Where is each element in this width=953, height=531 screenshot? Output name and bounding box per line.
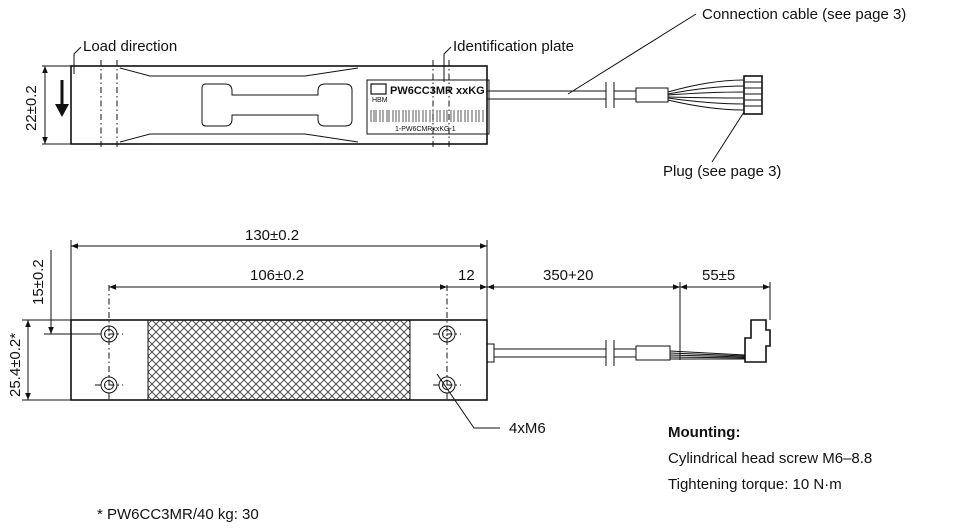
- plug-label: Plug (see page 3): [663, 163, 781, 180]
- load-direction-label: Load direction: [83, 38, 177, 55]
- mounting-heading: Mounting:: [668, 424, 741, 441]
- holes-leader: [436, 373, 500, 429]
- cable-sleeve: [635, 345, 671, 361]
- dim-hole-spacing-label: 106±0.2: [250, 267, 304, 284]
- dim-hole-offset-label: 15±0.2: [30, 259, 47, 305]
- plate-code: 1-PW6CMRxxKG-1: [395, 126, 456, 133]
- hbm-logo-mark: [370, 83, 387, 95]
- cable-wires: [667, 79, 745, 111]
- cable-wires: [669, 350, 746, 360]
- identification-plate-leader: [443, 46, 452, 82]
- dim-plug-length-label: 55±5: [702, 267, 735, 284]
- mounting-torque: Tightening torque: 10 N·m: [668, 476, 842, 493]
- plug-connector: [743, 75, 763, 115]
- plug-side-view: [744, 319, 771, 363]
- identification-plate-label: Identification plate: [453, 38, 574, 55]
- dumbbell-cutout: [201, 83, 353, 127]
- connection-cable-leader: [567, 13, 697, 95]
- dim-height-label: 22±0.2: [23, 85, 40, 131]
- strain-gauge-area: [147, 319, 411, 401]
- load-cell-body-side: [70, 65, 488, 145]
- plate-brand: HBM: [372, 97, 388, 104]
- identification-plate: [366, 79, 490, 135]
- load-direction-arrow-icon: [55, 104, 69, 117]
- footnote: * PW6CC3MR/40 kg: 30: [97, 506, 259, 523]
- plate-barcode: [370, 110, 484, 122]
- top-view: HBM PW6CC3MR xxKG 1-PW6CMRxxKG-1: [23, 6, 906, 180]
- holes-label: 4xM6: [509, 420, 546, 437]
- plug-pins: [744, 81, 762, 107]
- dim-total-length-label: 130±0.2: [245, 227, 299, 244]
- mounting-screw: Cylindrical head screw M6–8.8: [668, 450, 873, 467]
- load-direction-leader: [73, 46, 82, 74]
- bottom-view: 130±0.2 106±0.2 12 350+20 55±5 15±0.2 25…: [7, 227, 771, 437]
- cable-entry: [486, 343, 495, 363]
- connection-cable-label: Connection cable (see page 3): [702, 6, 906, 23]
- dim-width-label: 25.4±0.2*: [7, 333, 24, 397]
- plug-leader: [711, 111, 745, 163]
- plate-model: PW6CC3MR xxKG: [390, 85, 485, 97]
- body-relief-line: [119, 67, 359, 143]
- dim-cable-length-label: 350+20: [543, 267, 593, 284]
- dim-end-offset-label: 12: [458, 267, 475, 284]
- cable-sleeve: [635, 87, 669, 103]
